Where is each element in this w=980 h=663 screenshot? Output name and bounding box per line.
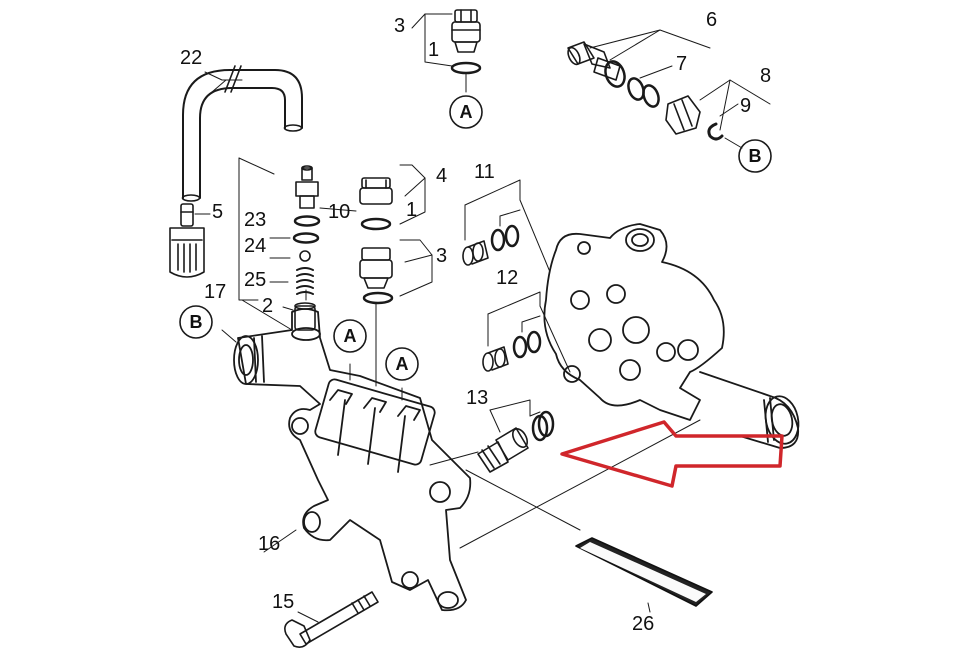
connection-marker-a2: A (333, 319, 367, 353)
part-label-1-mid: 1 (406, 199, 417, 221)
part-label-3-top: 3 (394, 15, 405, 37)
part-label-5: 5 (212, 201, 223, 223)
o-ring-part (362, 291, 394, 305)
unloader-piston-part (567, 41, 621, 81)
clip-part (707, 122, 724, 141)
part-label-11: 11 (474, 161, 495, 183)
svg-text:A: A (396, 354, 409, 374)
part-label-6: 6 (706, 9, 717, 31)
check-valve-part (451, 9, 481, 53)
gasket-strip-part (575, 537, 713, 607)
o-ring-part (526, 330, 542, 354)
hose-part (181, 65, 303, 202)
o-ring-part (490, 228, 506, 252)
o-ring-part (450, 61, 482, 75)
part-label-1-top: 1 (428, 39, 439, 61)
part-label-15: 15 (272, 591, 294, 613)
part-label-25: 25 (244, 269, 266, 291)
o-ring-part (512, 335, 528, 359)
svg-text:A: A (460, 102, 473, 122)
check-valve-part (359, 247, 393, 289)
part-label-16: 16 (258, 533, 280, 555)
o-ring-part (537, 410, 555, 438)
svg-text:A: A (344, 326, 357, 346)
part-label-13: 13 (466, 387, 488, 409)
connection-marker-a3: A (385, 347, 419, 381)
part-label-7: 7 (676, 53, 687, 75)
part-label-17: 17 (204, 281, 226, 303)
svg-text:B: B (749, 146, 762, 166)
valve-seat-part (294, 302, 316, 331)
part-label-24: 24 (244, 235, 266, 257)
pump-head-part (543, 223, 800, 449)
ball-part (299, 250, 311, 262)
part-label-2: 2 (262, 295, 273, 317)
bolt-part (284, 591, 379, 648)
o-ring-part (604, 60, 626, 88)
o-ring-part (293, 215, 321, 227)
connection-marker-b2: B (179, 305, 213, 339)
part-label-9: 9 (740, 95, 751, 117)
filter-part (169, 203, 205, 278)
part-label-23: 23 (244, 209, 266, 231)
spring-part (296, 267, 314, 295)
o-ring-part (504, 224, 520, 248)
connection-marker-a1: A (449, 95, 483, 129)
seal-set-part (462, 240, 489, 266)
o-ring-part (642, 84, 660, 108)
o-ring-part (292, 232, 320, 244)
part-label-22: 22 (180, 47, 202, 69)
o-ring-part (360, 217, 392, 231)
highlight-arrow (560, 420, 784, 488)
valve-insert-part (477, 427, 529, 473)
seal-set-part (482, 346, 509, 372)
part-label-3-mid: 3 (436, 245, 447, 267)
connection-marker-b1: B (738, 139, 772, 173)
part-label-10: 10 (328, 201, 350, 223)
nipple-part (295, 165, 319, 209)
part-label-26: 26 (632, 613, 654, 635)
manifold-part (233, 308, 472, 612)
plug-part (665, 95, 701, 135)
part-label-8: 8 (760, 65, 771, 87)
svg-text:B: B (190, 312, 203, 332)
o-ring-part (627, 77, 645, 101)
check-valve-part (359, 177, 393, 205)
part-label-4: 4 (436, 165, 447, 187)
part-label-12: 12 (496, 267, 518, 289)
